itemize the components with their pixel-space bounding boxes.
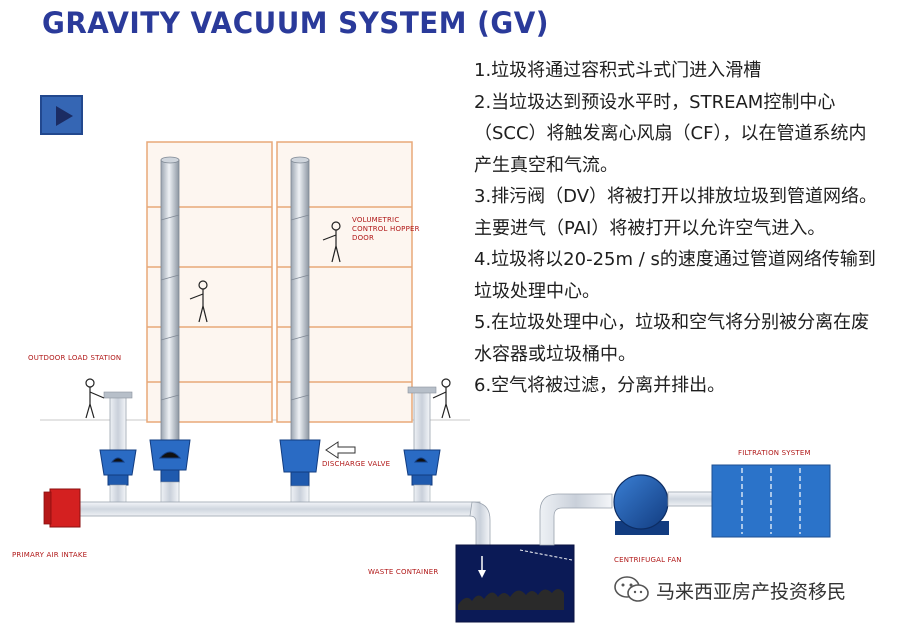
label-discharge-valve: DISCHARGE VALVE bbox=[322, 460, 391, 468]
label-primary-air-intake: PRIMARY AIR INTAKE bbox=[12, 551, 88, 559]
valve-2 bbox=[149, 439, 191, 483]
valve-4 bbox=[403, 449, 441, 486]
page-title: GRAVITY VACUUM SYSTEM (GV) bbox=[42, 6, 549, 40]
play-button[interactable] bbox=[40, 95, 83, 135]
watermark-text: 马来西亚房产投资移民 bbox=[656, 580, 847, 603]
person-outdoor bbox=[85, 378, 105, 419]
waste-container bbox=[455, 544, 575, 623]
pipe-bend-down bbox=[469, 501, 491, 549]
watermark: 马来西亚房产投资移民 bbox=[612, 574, 846, 606]
label-volumetric-door: VOLUMETRIC CONTROL HOPPER DOOR bbox=[352, 216, 420, 242]
person-right-station bbox=[432, 378, 451, 419]
filtration-system bbox=[711, 464, 831, 538]
chute-2 bbox=[290, 156, 310, 446]
step-item: 4.垃圾将以20-25m / s的速度通过管道网络传输到垃圾处理中心。 bbox=[474, 249, 876, 302]
person-building-2 bbox=[322, 221, 341, 263]
wechat-icon bbox=[614, 576, 649, 602]
chute-1 bbox=[160, 156, 180, 446]
play-icon bbox=[56, 106, 73, 126]
person-building-1 bbox=[189, 280, 208, 323]
step-item: 2.当垃圾达到预设水平时，STREAM控制中心（SCC）将触发离心风扇（CF），… bbox=[474, 91, 867, 176]
main-pipe bbox=[77, 501, 481, 517]
pipe-fan-to-filter bbox=[667, 491, 715, 507]
valve-3 bbox=[279, 439, 321, 487]
label-centrifugal-fan: CENTRIFUGAL FAN bbox=[614, 556, 682, 564]
centrifugal-fan bbox=[613, 474, 669, 535]
label-outdoor-load-station: OUTDOOR LOAD STATION bbox=[28, 354, 122, 362]
step-item: 6.空气将被过滤，分离并排出。 bbox=[474, 375, 726, 396]
label-waste-container: WASTE CONTAINER bbox=[368, 568, 439, 576]
primary-air-intake-box bbox=[49, 488, 81, 528]
outdoor-station-column bbox=[103, 391, 133, 451]
step-item: 5.在垃圾处理中心，垃圾和空气将分别被分离在废水容器或垃圾桶中。 bbox=[474, 312, 870, 365]
pipe-container-to-fan bbox=[539, 493, 613, 546]
step-item: 1.垃圾将通过容积式斗式门进入滑槽 bbox=[474, 60, 762, 81]
step-item: 3.排污阀（DV）将被打开以排放垃圾到管道网络。 主要进气（PAI）将被打开以允… bbox=[474, 186, 878, 239]
valve-1 bbox=[99, 449, 137, 486]
discharge-valve-arrow bbox=[325, 441, 356, 459]
label-filtration-system: FILTRATION SYSTEM bbox=[738, 449, 811, 457]
process-steps: 1.垃圾将通过容积式斗式门进入滑槽 2.当垃圾达到预设水平时，STREAM控制中… bbox=[474, 55, 884, 402]
